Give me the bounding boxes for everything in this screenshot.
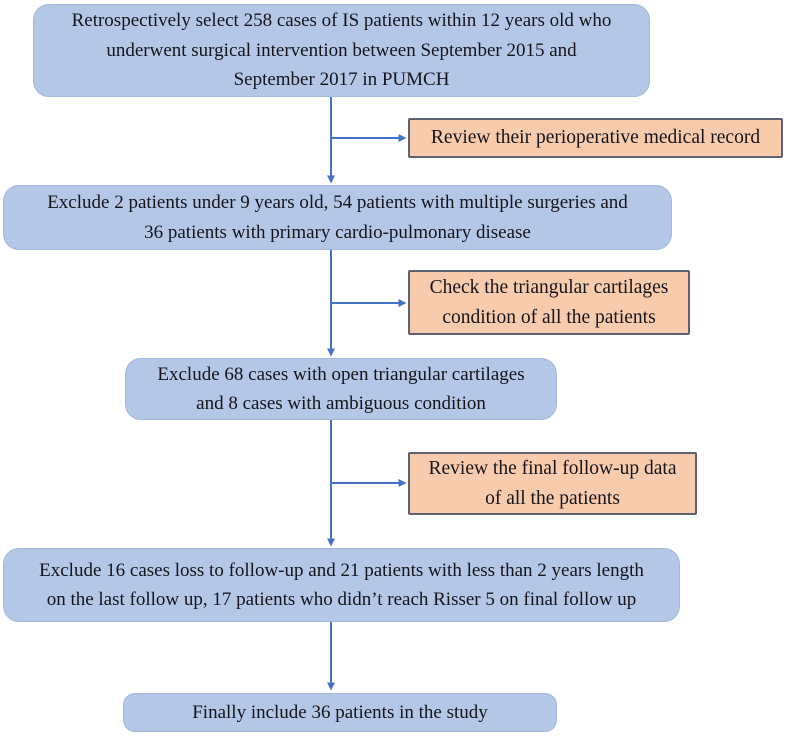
side-box-review-medical-record: Review their perioperative medical recor… (408, 118, 783, 158)
process-box-select-cases: Retrospectively select 258 cases of IS p… (33, 4, 650, 97)
side-box-line: Review the final follow-up data (428, 458, 677, 480)
side-box-review-followup-data: Review the final follow-up data of all t… (408, 452, 697, 515)
process-box-final-include: Finally include 36 patients in the study (123, 693, 557, 732)
side-box-line: of all the patients (485, 487, 620, 509)
process-box-line: Finally include 36 patients in the study (192, 701, 488, 723)
process-box-line: Exclude 16 cases loss to follow-up and 2… (39, 559, 644, 581)
process-box-exclude-age-surgeries: Exclude 2 patients under 9 years old, 54… (3, 185, 672, 250)
process-box-line: 36 patients with primary cardio-pulmonar… (144, 221, 531, 243)
process-box-line: September 2017 in PUMCH (233, 69, 450, 91)
process-box-line: underwent surgical intervention between … (106, 39, 577, 61)
process-box-exclude-cartilages: Exclude 68 cases with open triangular ca… (125, 358, 557, 420)
side-box-line: Check the triangular cartilages (429, 277, 669, 299)
process-box-line: and 8 cases with ambiguous condition (196, 393, 486, 414)
process-box-line: Retrospectively select 258 cases of IS p… (71, 10, 612, 32)
side-box-line: condition of all the patients (442, 306, 656, 328)
side-box-check-cartilages: Check the triangular cartilages conditio… (408, 270, 690, 335)
process-box-line: Exclude 68 cases with open triangular ca… (157, 363, 525, 385)
side-box-line: Review their perioperative medical recor… (430, 127, 761, 149)
process-box-exclude-followup: Exclude 16 cases loss to follow-up and 2… (3, 548, 680, 622)
process-box-line: Exclude 2 patients under 9 years old, 54… (47, 192, 628, 214)
process-box-line: on the last follow up, 17 patients who d… (46, 589, 637, 610)
